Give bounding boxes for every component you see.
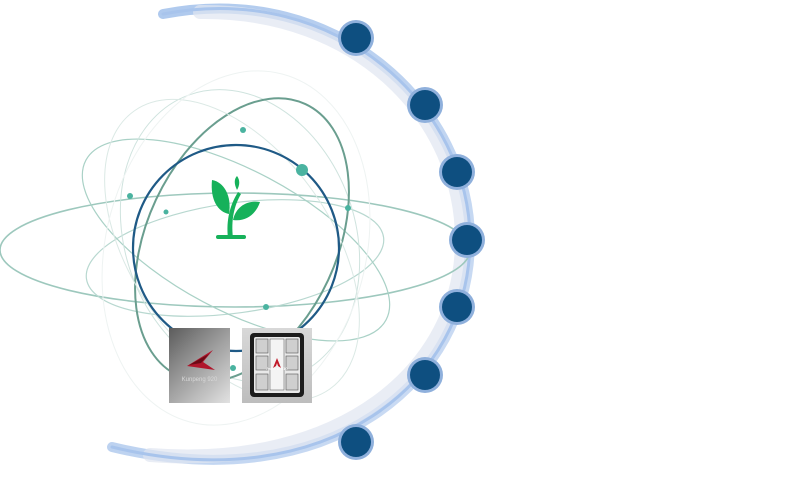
orbit-node xyxy=(439,154,475,190)
sprout-icon xyxy=(211,176,260,239)
orbit-node xyxy=(338,424,374,460)
ascend-die-icon xyxy=(250,333,304,397)
orbit-node xyxy=(338,20,374,56)
orbit-nodes xyxy=(338,20,485,460)
orbit-node xyxy=(449,222,485,258)
orbit-node xyxy=(407,87,443,123)
ascend-chip: Ascend 910 xyxy=(242,328,312,403)
kunpeng-logo-icon xyxy=(187,350,215,370)
orbit-dots xyxy=(127,127,351,371)
kunpeng-chip: Kunpeng 920 xyxy=(169,328,230,403)
orbit-node xyxy=(407,357,443,393)
orbit-node xyxy=(439,289,475,325)
ascend-chip-label: Ascend 910 xyxy=(266,366,288,371)
kunpeng-chip-label: Kunpeng 920 xyxy=(181,377,218,383)
